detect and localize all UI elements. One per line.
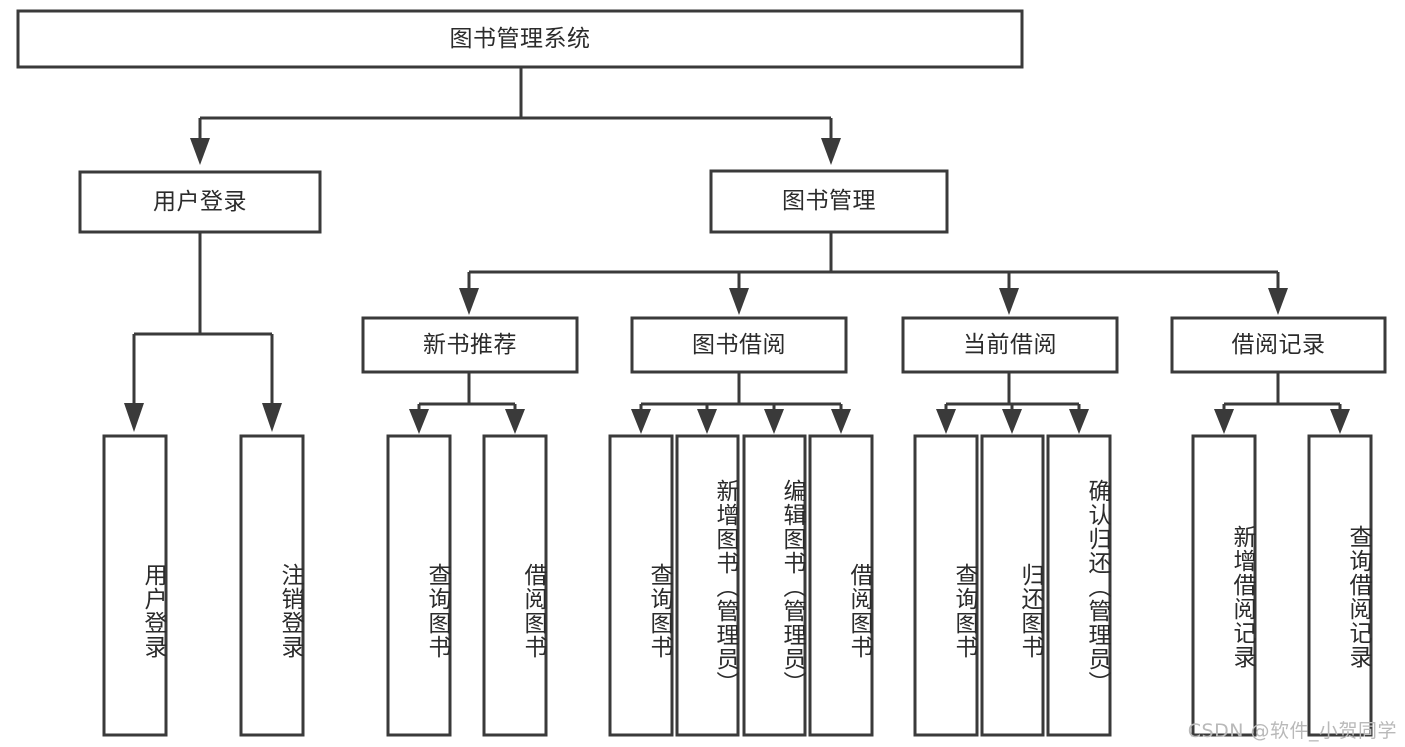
- arrowhead-leaf-rec-query: [409, 409, 429, 434]
- arrowhead-leaf-logout: [262, 403, 282, 432]
- node-user-login[interactable]: [78, 170, 322, 234]
- node-leaf-bb-edit[interactable]: [742, 434, 807, 737]
- arrowhead-leaf-cb-return: [1002, 409, 1022, 434]
- node-root[interactable]: [16, 9, 1024, 69]
- edge-book-borrow-to-leaves: [631, 372, 851, 434]
- arrowhead-leaf-bb-borrow: [831, 409, 851, 434]
- node-leaf-logout[interactable]: [239, 434, 305, 737]
- node-leaf-user-login[interactable]: [102, 434, 168, 737]
- arrowhead-leaf-cb-query: [936, 409, 956, 434]
- node-leaf-br-add[interactable]: [1191, 434, 1257, 737]
- arrowhead-book-borrow: [729, 288, 749, 315]
- node-new-book-rec[interactable]: [361, 316, 579, 374]
- node-leaf-bb-add[interactable]: [675, 434, 740, 737]
- node-borrow-record[interactable]: [1170, 316, 1387, 374]
- node-leaf-cb-return[interactable]: [980, 434, 1045, 737]
- arrowhead-book-manage: [821, 138, 841, 165]
- edge-root-to-level2: [190, 67, 841, 165]
- csdn-watermark: CSDN @软件_小贺同学: [1187, 720, 1397, 742]
- edge-new-book-rec-to-leaves: [409, 372, 525, 434]
- node-leaf-cb-confirm[interactable]: [1046, 434, 1112, 737]
- arrowhead-leaf-bb-add: [697, 409, 717, 434]
- arrowhead-leaf-bb-edit: [764, 409, 784, 434]
- arrowhead-leaf-br-add: [1214, 409, 1234, 434]
- node-leaf-cb-query[interactable]: [913, 434, 979, 737]
- edge-user-login-to-leaves: [124, 232, 282, 432]
- edge-book-manage-to-level3: [459, 232, 1288, 315]
- node-book-borrow[interactable]: [630, 316, 848, 374]
- arrowhead-leaf-br-query: [1330, 409, 1350, 434]
- edge-current-borrow-to-leaves: [936, 372, 1089, 434]
- node-leaf-rec-query[interactable]: [386, 434, 452, 737]
- arrowhead-leaf-rec-borrow: [505, 409, 525, 434]
- arrowhead-leaf-bb-query: [631, 409, 651, 434]
- arrowhead-current-borrow: [999, 288, 1019, 315]
- arrowhead-leaf-cb-confirm: [1069, 409, 1089, 434]
- edge-borrow-record-to-leaves: [1214, 372, 1350, 434]
- arrowhead-user-login: [190, 138, 210, 165]
- node-current-borrow[interactable]: [901, 316, 1119, 374]
- node-book-manage[interactable]: [709, 169, 949, 234]
- node-leaf-br-query[interactable]: [1307, 434, 1373, 737]
- node-leaf-rec-borrow[interactable]: [482, 434, 548, 737]
- arrowhead-new-book-rec: [459, 288, 479, 315]
- node-leaf-bb-borrow[interactable]: [808, 434, 874, 737]
- node-leaf-bb-query[interactable]: [608, 434, 674, 737]
- arrowhead-borrow-record: [1268, 288, 1288, 315]
- arrowhead-leaf-user-login: [124, 403, 144, 432]
